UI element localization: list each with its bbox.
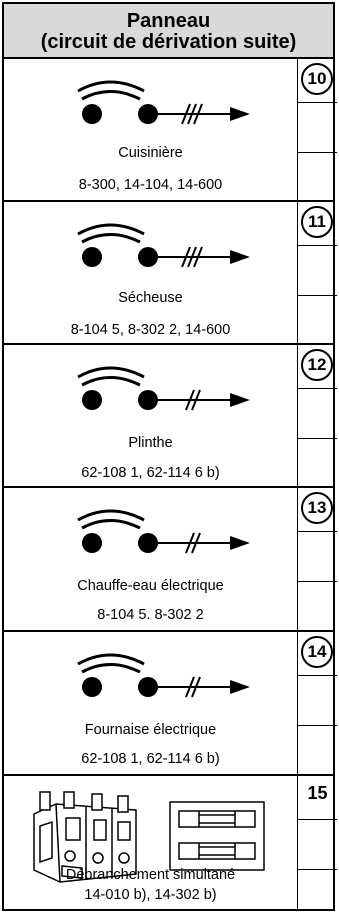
two-pole-circuit-symbol <box>77 80 250 125</box>
circuit-row-13: Chauffe-eau électrique 8-104 5. 8-302 2 … <box>4 488 337 632</box>
code-references: 8-104 5. 8-302 2 <box>97 607 204 623</box>
number-cell: 11 <box>298 202 337 246</box>
two-pole-circuit-symbol <box>77 223 250 268</box>
number-cell: 14 <box>298 632 337 676</box>
circuit-row-12: Plinthe 62-108 1, 62-114 6 b) 12 <box>4 345 337 488</box>
header-title: Panneau <box>126 10 211 32</box>
two-pole-circuit-symbol <box>77 509 250 554</box>
circuit-number: 15 <box>307 783 328 803</box>
circuit-row-10: Cuisinière 8-300, 14-104, 14-600 10 <box>4 59 337 202</box>
circuit-number: 10 <box>301 63 333 95</box>
code-references: 62-108 1, 62-114 6 b) <box>81 751 220 767</box>
circuit-label: Plinthe <box>128 435 173 451</box>
circuit-number: 13 <box>301 492 333 524</box>
code-references: 8-104 5, 8-302 2, 14-600 <box>70 322 231 338</box>
circuit-row-14: Fournaise électrique 62-108 1, 62-114 6 … <box>4 632 337 776</box>
circuit-number: 12 <box>301 349 333 381</box>
number-column: 14 <box>297 632 337 774</box>
code-references: 14-010 b), 14-302 b) <box>84 887 217 903</box>
circuit-label: Sécheuse <box>118 290 183 306</box>
number-cell: 12 <box>298 345 337 389</box>
two-pole-circuit-symbol <box>77 653 250 698</box>
table-header: Panneau (circuit de dérivation suite) <box>4 4 333 59</box>
two-pole-circuit-symbol <box>77 366 250 411</box>
blank-cell <box>298 675 337 726</box>
number-column: 13 <box>297 488 337 630</box>
circuit-label: Débranchement simultané <box>65 867 236 883</box>
circuit-row-15: Débranchement simultané 14-010 b), 14-30… <box>4 776 337 909</box>
circuit-label: Fournaise électrique <box>84 722 217 738</box>
number-column: 12 <box>297 345 337 486</box>
number-cell: 10 <box>298 59 337 103</box>
blank-cell <box>298 245 337 296</box>
circuit-row-11: Sécheuse 8-104 5, 8-302 2, 14-600 11 <box>4 202 337 345</box>
blank-cell <box>298 819 337 870</box>
circuit-number: 11 <box>301 206 333 238</box>
blank-cell <box>298 531 337 582</box>
code-references: 8-300, 14-104, 14-600 <box>78 177 223 193</box>
number-column: 15 <box>297 776 337 909</box>
circuit-number: 14 <box>301 636 333 668</box>
blank-cell <box>298 388 337 439</box>
number-cell: 15 <box>298 776 337 820</box>
header-subtitle: (circuit de dérivation suite) <box>40 31 297 53</box>
number-column: 10 <box>297 59 337 200</box>
number-cell: 13 <box>298 488 337 532</box>
circuit-label: Cuisinière <box>118 145 183 161</box>
fuse-illustration-icon <box>169 801 265 871</box>
number-column: 11 <box>297 202 337 343</box>
code-references: 62-108 1, 62-114 6 b) <box>81 465 220 481</box>
blank-cell <box>298 102 337 153</box>
circuit-label: Chauffe-eau électrique <box>77 578 224 594</box>
breaker-illustration-icon <box>33 791 137 883</box>
